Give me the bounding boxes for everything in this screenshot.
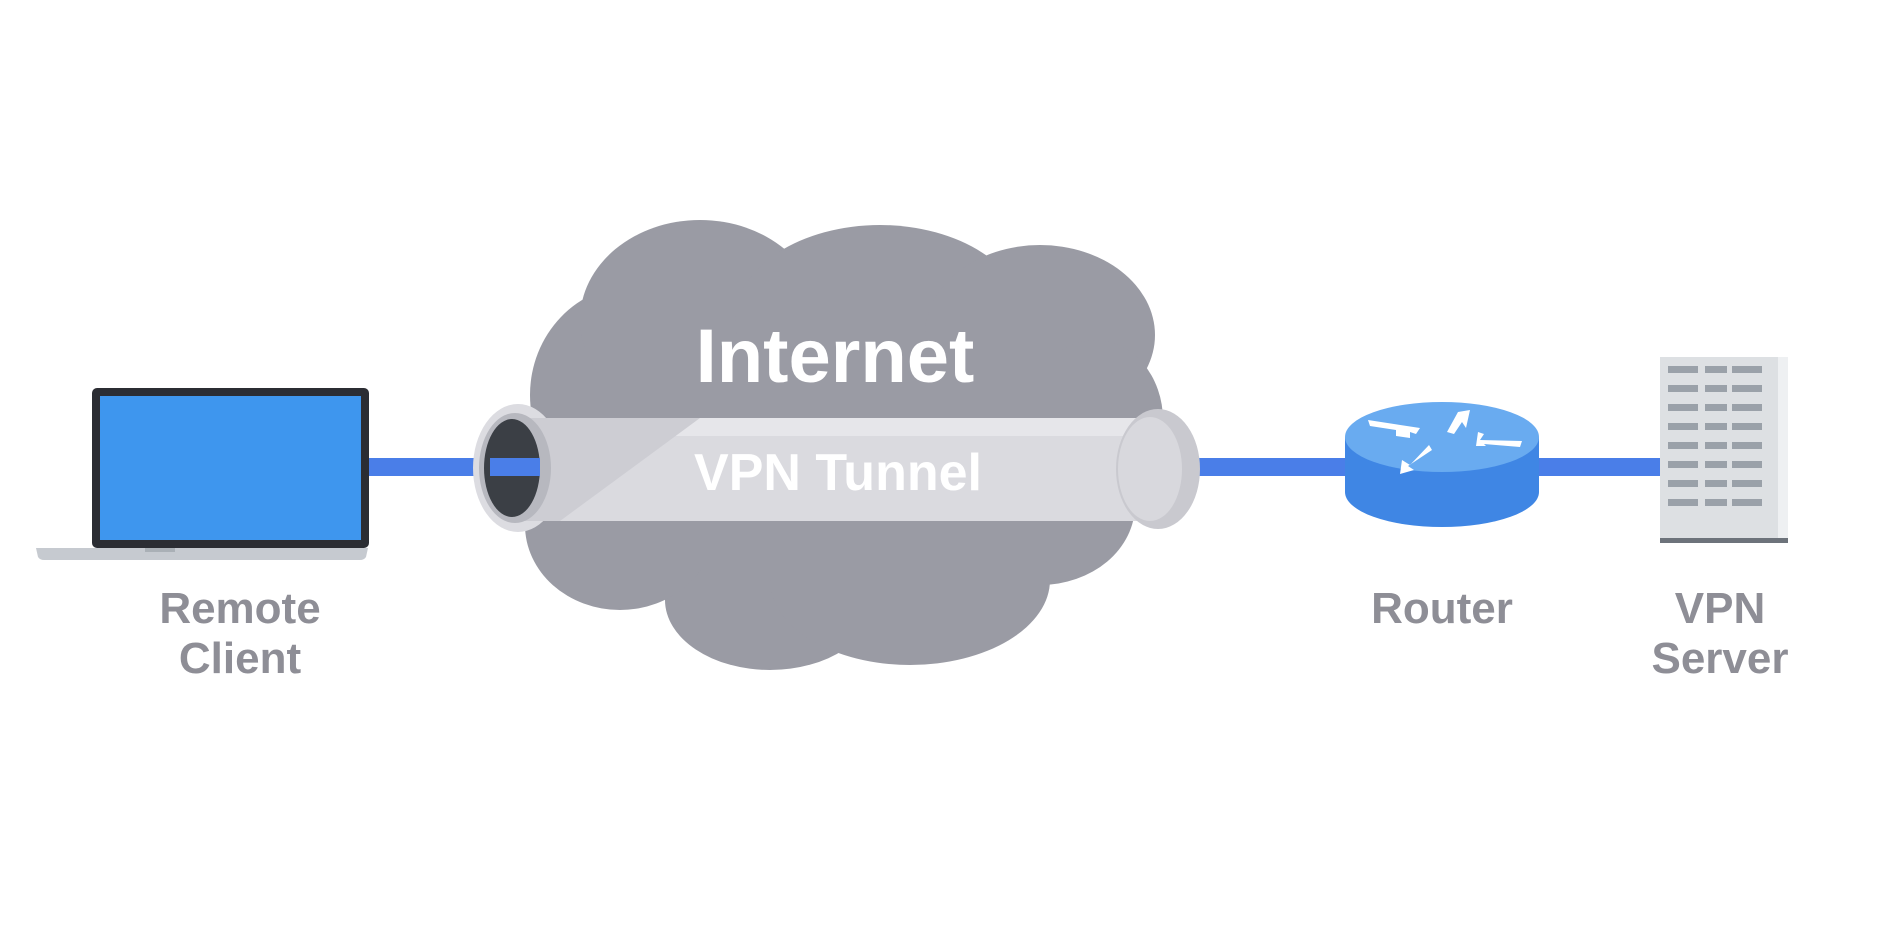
router-arrows-icon: [1368, 410, 1522, 474]
vpn-server-label-line2: Server: [1651, 634, 1788, 683]
router-label: Router: [1371, 584, 1513, 633]
vpn-tunnel: [473, 404, 1200, 532]
router-icon: [1345, 402, 1539, 527]
remote-client-label-line2: Client: [179, 634, 302, 683]
vpn-server-label-line1: VPN: [1675, 584, 1765, 633]
remote-client-label-line1: Remote: [159, 584, 320, 633]
link-tunnel-to-router: [1195, 458, 1355, 476]
server-icon: [1660, 357, 1788, 543]
vpn-server-label: VPN Server: [1651, 584, 1788, 683]
cloud-label: Internet: [696, 314, 975, 399]
tunnel-label: VPN Tunnel: [694, 444, 982, 502]
laptop-icon: [36, 388, 369, 560]
link-router-to-server: [1530, 458, 1665, 476]
remote-client-label: Remote Client: [159, 584, 320, 683]
